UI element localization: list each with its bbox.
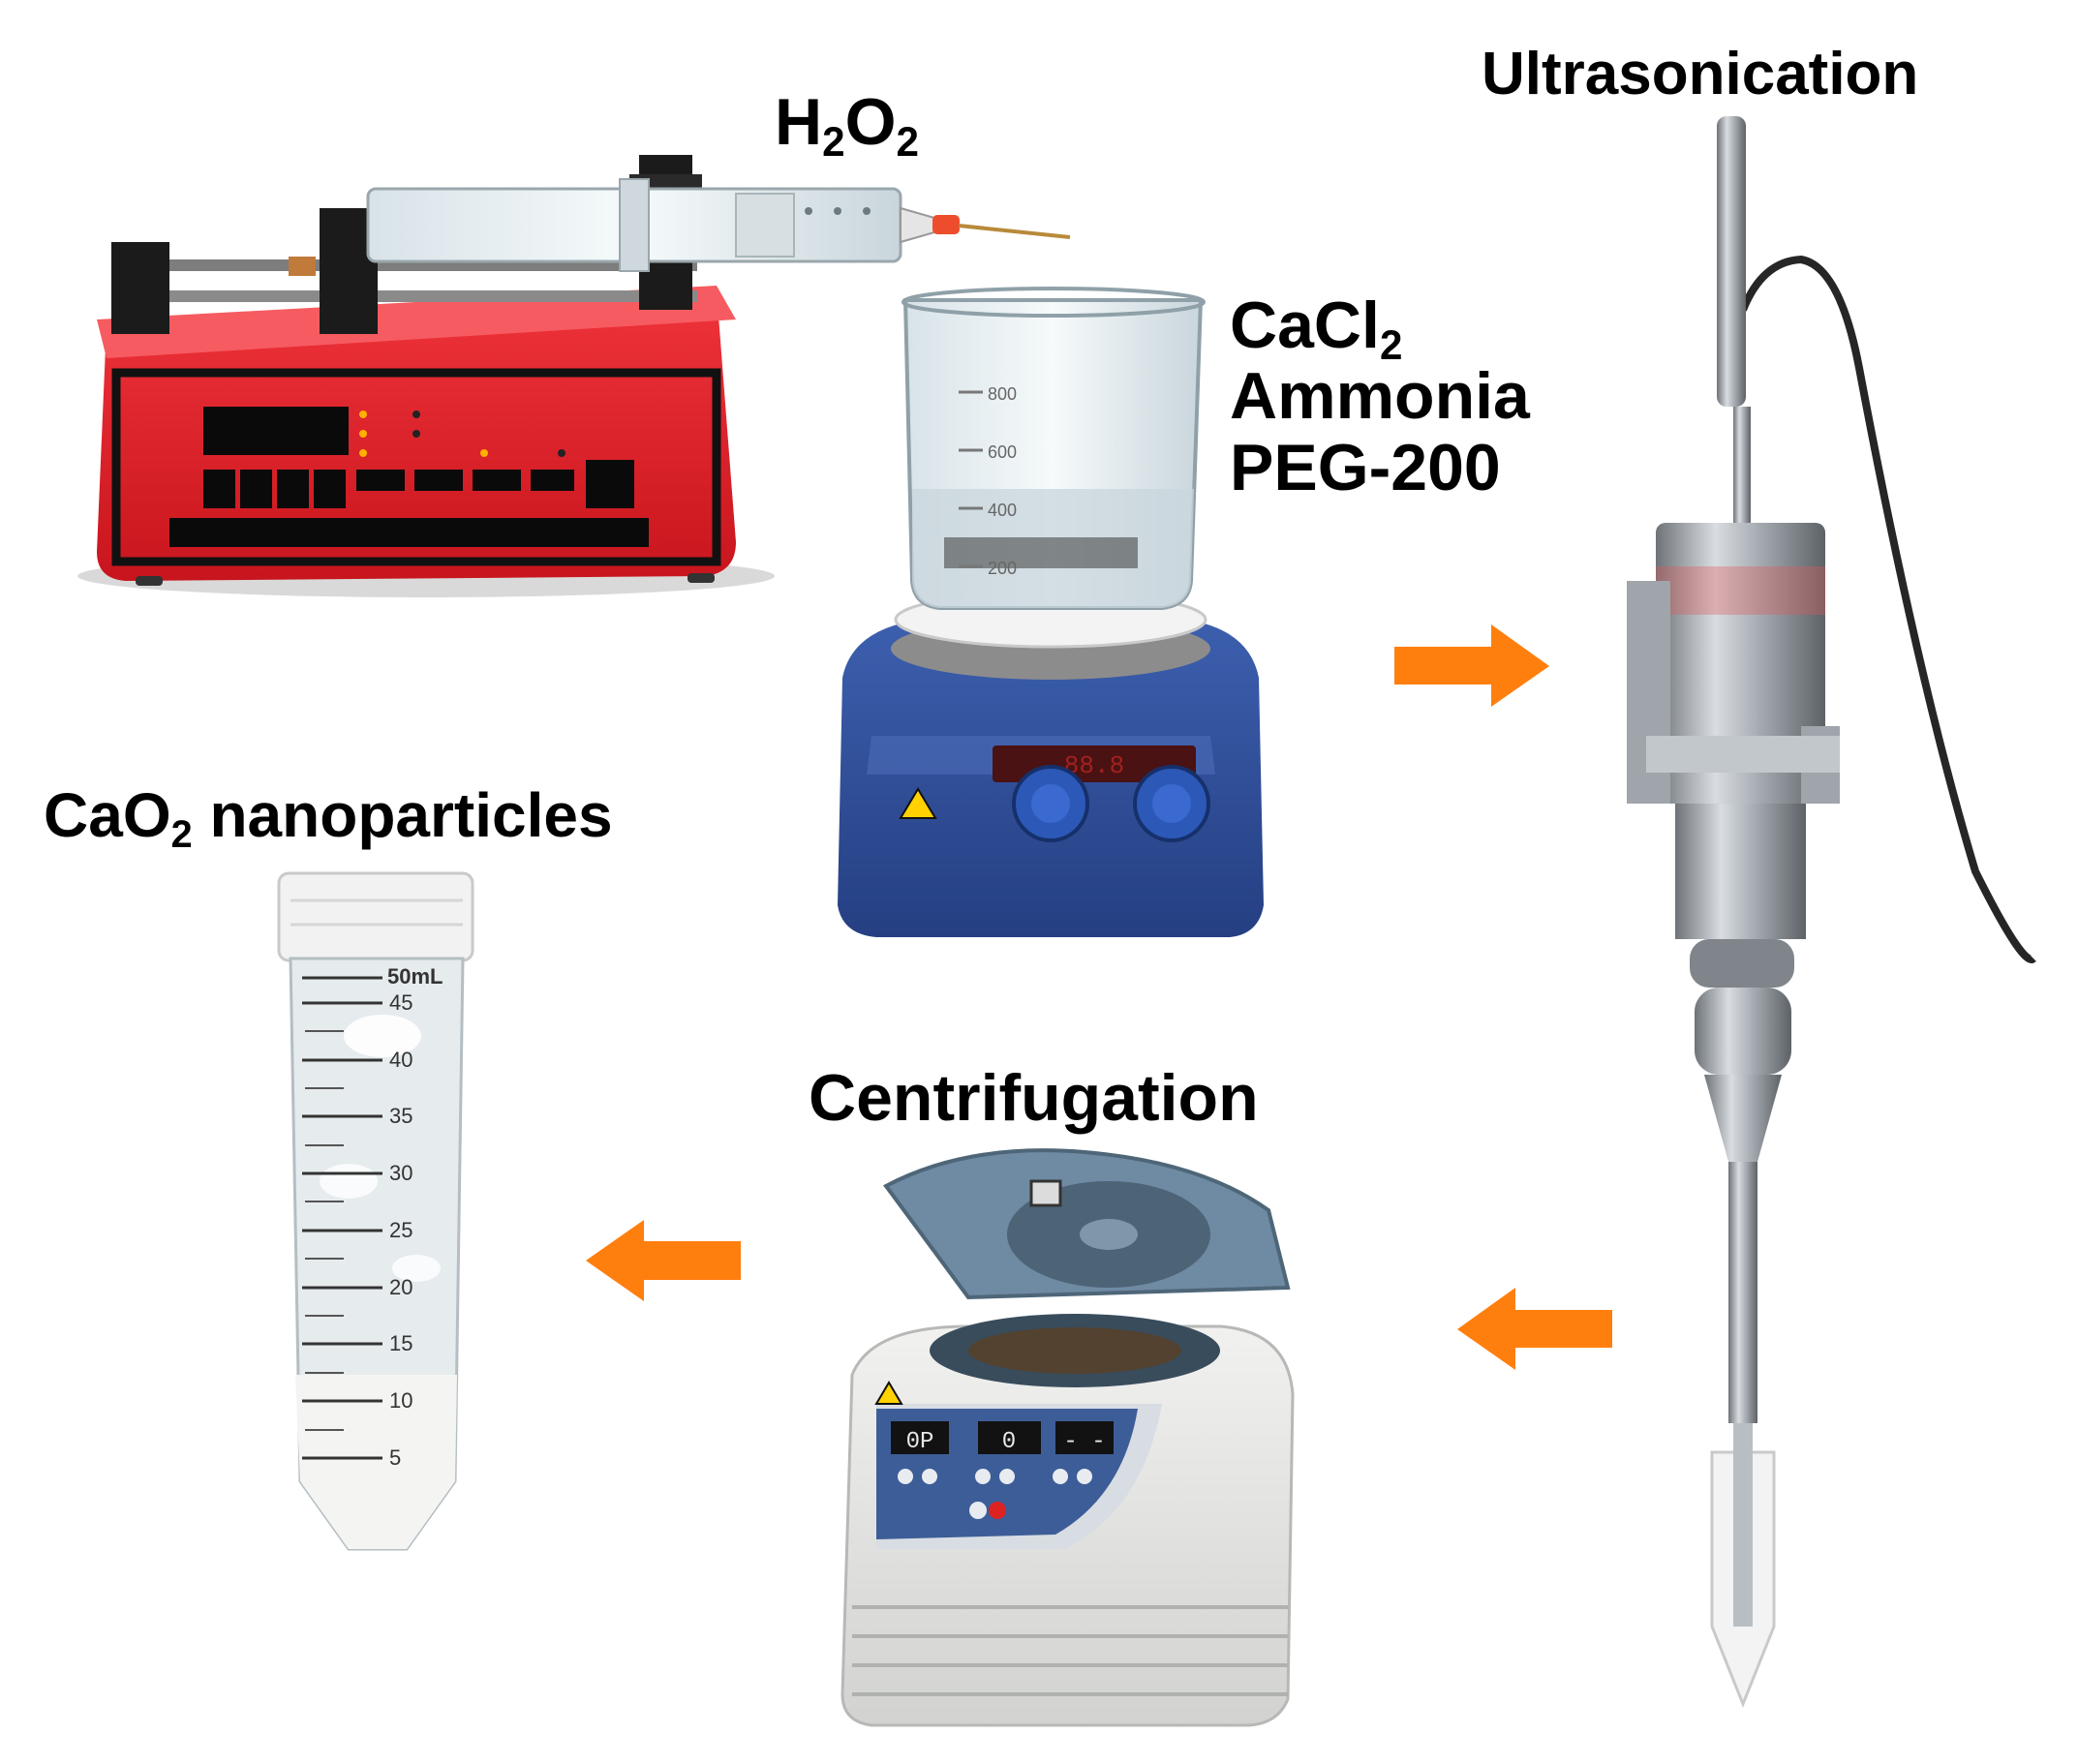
cao2-label: CaO2 nanoparticles bbox=[44, 780, 613, 857]
tube-mark-35: 35 bbox=[389, 1104, 413, 1128]
beaker-stirrer-icon: 88.8 800 600 400 200 bbox=[838, 287, 1264, 937]
tube-mark-20: 20 bbox=[389, 1275, 413, 1299]
tube-mark-40: 40 bbox=[389, 1048, 413, 1072]
arrow-right-icon bbox=[1394, 624, 1549, 707]
tube-mark-10: 10 bbox=[389, 1388, 413, 1413]
arrow-left-icon bbox=[586, 1220, 741, 1301]
beaker-mark-800: 800 bbox=[988, 384, 1017, 404]
arrow-left-icon bbox=[1457, 1288, 1612, 1370]
tube-scale bbox=[302, 976, 382, 1460]
ammonia-label: Ammonia bbox=[1230, 359, 1530, 434]
tube-mark-15: 15 bbox=[389, 1331, 413, 1355]
ultrasonication-label: Ultrasonication bbox=[1482, 41, 1919, 107]
peg-label: PEG-200 bbox=[1230, 430, 1501, 504]
centrifuge-display-3: - - bbox=[1063, 1429, 1105, 1455]
centrifuge-icon: 0P 0 - - bbox=[840, 1148, 1295, 1727]
reagents-label: CaCl2 Ammonia PEG-200 bbox=[1230, 289, 1530, 504]
cacl2-label: CaCl2 bbox=[1230, 289, 1403, 368]
beaker-mark-600: 600 bbox=[988, 442, 1017, 462]
tube-mark-30: 30 bbox=[389, 1161, 413, 1185]
centrifugation-label: Centrifugation bbox=[809, 1061, 1259, 1135]
tube-mark-5: 5 bbox=[389, 1445, 401, 1470]
ultrasonic-probe-icon bbox=[1627, 116, 2036, 1709]
tube-mark-25: 25 bbox=[389, 1218, 413, 1242]
beaker-mark-400: 400 bbox=[988, 501, 1017, 520]
beaker-mark-200: 200 bbox=[988, 559, 1017, 578]
falcon-tube-icon: 50mL 45 40 35 30 25 20 15 10 5 bbox=[277, 871, 474, 1551]
tube-mark-45: 45 bbox=[389, 990, 413, 1015]
h2o2-label: H2O2 bbox=[775, 85, 919, 165]
centrifuge-display-2: 0 bbox=[1002, 1429, 1016, 1455]
centrifuge-display-1: 0P bbox=[906, 1429, 934, 1455]
tube-mark-50ml: 50mL bbox=[387, 964, 443, 988]
syringe-pump-icon bbox=[77, 155, 1071, 597]
